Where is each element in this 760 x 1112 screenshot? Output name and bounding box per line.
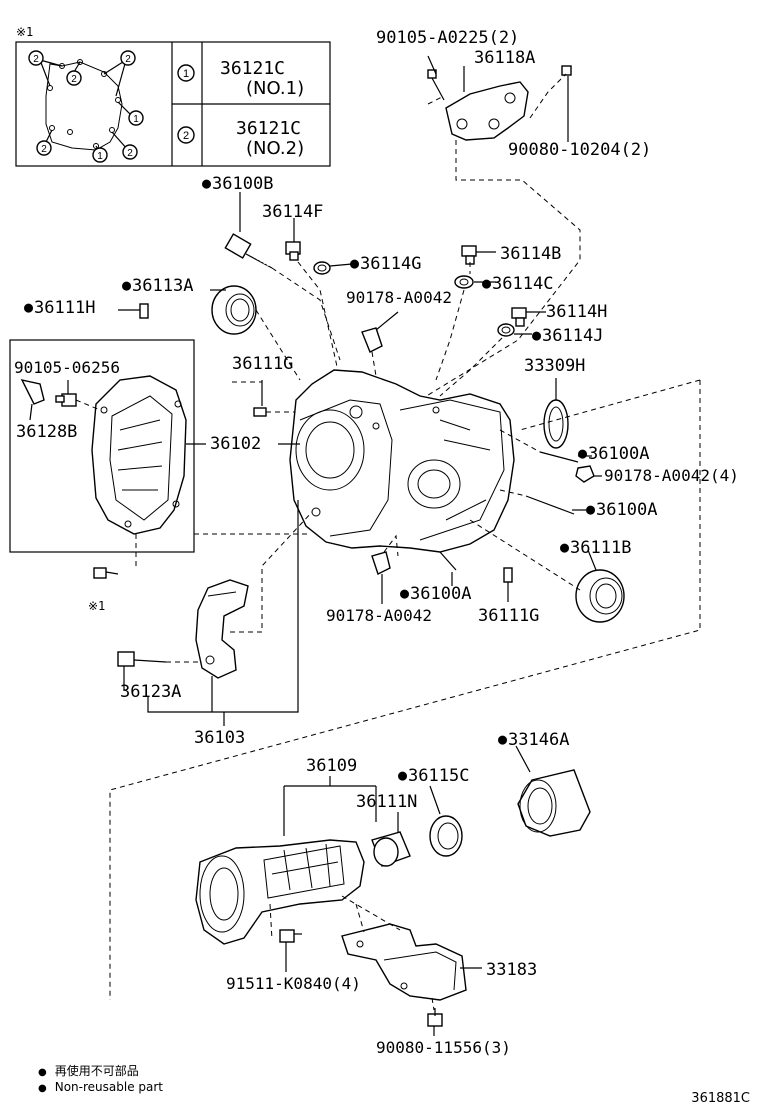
label-36114f: 36114F — [262, 202, 324, 222]
label-36111h: 36111H — [24, 300, 95, 317]
pin-36111g-top — [253, 407, 267, 417]
bolt-36114f — [285, 241, 301, 261]
stud-36100a-2 — [525, 495, 575, 515]
label-36114b: 36114B — [500, 244, 562, 264]
inset-mark: ※1 — [16, 25, 34, 39]
bolt-36114b — [461, 245, 477, 265]
legend-jp: 再使用不可部品 — [38, 1062, 139, 1079]
label-90080-10204: 90080-10204(2) — [508, 140, 652, 160]
stud-36100a-1 — [539, 451, 579, 463]
plug-90178-a0042-top — [361, 327, 383, 353]
label-90178-a0042-bot: 90178-A0042 — [326, 606, 432, 625]
inset-callout: 2 — [71, 74, 77, 85]
label-36103: 36103 — [194, 728, 246, 748]
washer-36114j — [497, 323, 515, 337]
inset-box: 2 2 2 1 1 2 2 1 2 — [15, 41, 331, 167]
label-36111n: 36111N — [356, 792, 418, 812]
label-36114g: 36114G — [350, 256, 421, 273]
inset-sub-1: (NO.1) — [246, 78, 305, 99]
inset-part-1: 36121C — [220, 58, 285, 79]
seal-36115c — [429, 815, 463, 857]
gasket-33309h — [543, 399, 569, 449]
breather-36111h — [139, 303, 149, 319]
washer-36114g — [313, 261, 331, 275]
inset-row-num: 2 — [183, 130, 189, 142]
inset-row-num: 1 — [183, 68, 189, 80]
label-36111g-bot: 36111G — [478, 606, 540, 626]
diagram-code: 361881C — [691, 1091, 750, 1106]
label-36114j: 36114J — [532, 328, 603, 345]
label-36100a-1: 36100A — [578, 446, 649, 463]
housing-36109 — [195, 839, 365, 945]
inset-callout: 2 — [33, 54, 39, 65]
label-90105-a0225: 90105-A0225(2) — [376, 28, 520, 48]
label-33183: 33183 — [486, 960, 538, 980]
label-mark1: ※1 — [88, 599, 106, 613]
label-36109: 36109 — [306, 756, 358, 776]
plug-90178-a0042-bot — [371, 551, 391, 575]
label-91511-k0840: 91511-K0840(4) — [226, 974, 361, 993]
label-36128b: 36128B — [16, 422, 78, 442]
bolt-90105-06256 — [55, 393, 77, 407]
label-36100b: 36100B — [202, 176, 273, 193]
cover-36102 — [91, 375, 187, 535]
bushing-33146a — [517, 769, 591, 837]
inset-callout: 2 — [41, 144, 47, 155]
seal-36111b — [575, 569, 625, 623]
label-36100a-2: 36100A — [586, 502, 657, 519]
bolt-36100b — [224, 233, 273, 269]
label-90178-a0042-4: 90178-A0042(4) — [604, 466, 739, 485]
inset-callout: 1 — [97, 151, 103, 162]
seal-36113a — [211, 285, 257, 335]
label-36114c: 36114C — [482, 276, 553, 293]
bolt-90080-11556 — [427, 1008, 443, 1027]
bracket-36118a — [427, 65, 572, 141]
label-36102: 36102 — [210, 434, 262, 454]
bracket-36103 — [195, 579, 249, 679]
pin-36111g-bot — [503, 567, 513, 583]
inset-part-1-label: 36121C — [220, 58, 286, 79]
legend-en: Non-reusable part — [38, 1080, 163, 1094]
label-90105-06256: 90105-06256 — [14, 358, 120, 377]
inset-callout: 2 — [125, 54, 131, 65]
stud-36100a-3 — [439, 551, 457, 571]
label-33146a: 33146A — [498, 732, 569, 749]
label-36123a: 36123A — [120, 682, 182, 702]
transfer-case — [289, 369, 515, 553]
inset-callout: 1 — [133, 114, 139, 125]
plug-36114h — [511, 307, 527, 327]
bracket-36128b — [20, 378, 45, 405]
bolt-mark1 — [93, 567, 119, 579]
washer-36114c — [454, 275, 474, 289]
nut-90178-a0042-4 — [575, 465, 595, 483]
cover-box — [9, 339, 195, 553]
inset-sub-2: (NO.2) — [246, 138, 305, 159]
label-36114h: 36114H — [546, 302, 608, 322]
inset-callout: 2 — [127, 148, 133, 159]
label-36100a-3: 36100A — [400, 586, 471, 603]
label-36111b: 36111B — [560, 540, 631, 557]
label-36118a: 36118A — [474, 48, 536, 68]
label-36113a: 36113A — [122, 278, 193, 295]
label-33309h: 33309H — [524, 356, 586, 376]
label-36111g-top: 36111G — [232, 354, 294, 374]
bolt-36123a — [117, 651, 167, 667]
label-90080-11556: 90080-11556(3) — [376, 1038, 511, 1057]
sleeve-36111n — [371, 831, 411, 867]
mount-33183 — [341, 923, 467, 1001]
label-36115c: 36115C — [398, 768, 469, 785]
bolt-91511-k0840 — [279, 929, 302, 943]
label-90178-a0042-top: 90178-A0042 — [346, 288, 452, 307]
inset-part-2: 36121C — [236, 118, 302, 139]
